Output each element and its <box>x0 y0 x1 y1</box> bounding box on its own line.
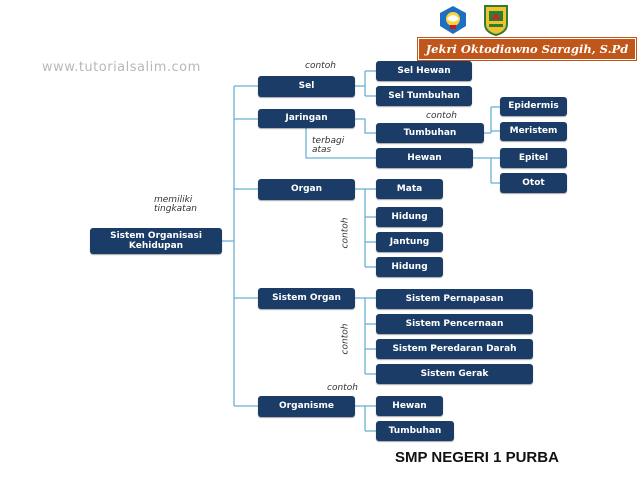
node-epitel: Epitel <box>500 148 567 168</box>
author-banner: Jekri Oktodiawno Saragih, S.Pd <box>418 38 636 60</box>
annotation-terbagi: terbagi atas <box>312 136 345 156</box>
annotation-contoh-sistem-organ: contoh <box>340 323 351 355</box>
node-jantung: Jantung <box>376 232 443 252</box>
node-jaringan-hewan: Hewan <box>376 148 473 168</box>
node-sistem-pencernaan: Sistem Pencernaan <box>376 314 533 334</box>
node-mata: Mata <box>376 179 443 199</box>
level-organisme: Organisme <box>258 396 355 417</box>
level-organ: Organ <box>258 179 355 200</box>
node-epidermis: Epidermis <box>500 97 567 116</box>
node-sistem-peredaran-darah: Sistem Peredaran Darah <box>376 339 533 359</box>
node-organisme-tumbuhan: Tumbuhan <box>376 421 454 441</box>
root-node: Sistem Organisasi Kehidupan <box>90 228 222 254</box>
annotation-memiliki: memiliki tingkatan <box>154 195 197 215</box>
node-jaringan-tumbuhan: Tumbuhan <box>376 123 484 143</box>
node-hidung: Hidung <box>376 207 443 227</box>
node-sistem-pernapasan: Sistem Pernapasan <box>376 289 533 309</box>
annotation-contoh-organ: contoh <box>340 217 351 249</box>
node-otot: Otot <box>500 173 567 193</box>
node-sel-hewan: Sel Hewan <box>376 61 472 81</box>
watermark-url: www.tutorialsalim.com <box>42 60 201 75</box>
annotation-contoh-tumbuhan: contoh <box>426 111 457 121</box>
annotation-contoh-organisme: contoh <box>327 383 358 393</box>
node-sel-tumbuhan: Sel Tumbuhan <box>376 86 472 106</box>
annotation-contoh-sel: contoh <box>305 61 336 71</box>
level-sel: Sel <box>258 76 355 97</box>
node-hidung-2: Hidung <box>376 257 443 277</box>
node-meristem: Meristem <box>500 122 567 141</box>
school-emblem-logo <box>484 5 508 36</box>
level-sistem-organ: Sistem Organ <box>258 288 355 309</box>
node-sistem-gerak: Sistem Gerak <box>376 364 533 384</box>
tut-wuri-handayani-logo <box>440 6 466 34</box>
node-organisme-hewan: Hewan <box>376 396 443 416</box>
level-jaringan: Jaringan <box>258 109 355 128</box>
school-name: SMP NEGERI 1 PURBA <box>395 449 559 466</box>
